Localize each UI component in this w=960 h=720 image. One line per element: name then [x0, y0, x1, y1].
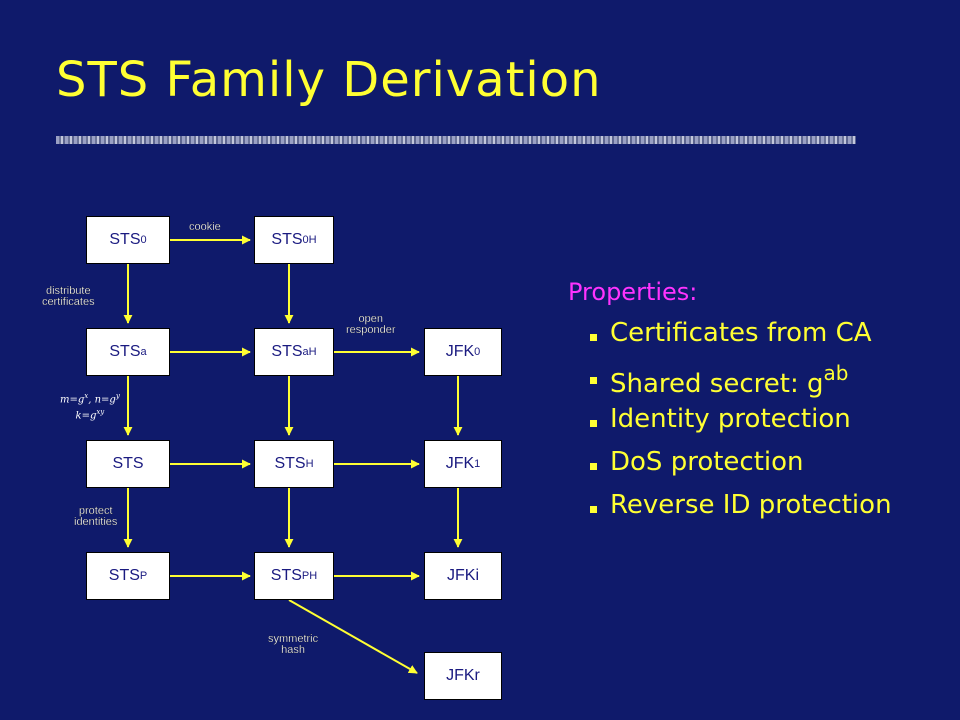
bullet-icon	[590, 334, 597, 341]
properties-heading: Properties:	[568, 278, 698, 306]
edge-label-cookie: cookie	[189, 221, 221, 233]
slide-title: STS Family Derivation	[56, 52, 602, 108]
bullet-icon	[590, 377, 597, 384]
edge-label-open-responder: open responder	[346, 313, 396, 336]
bullet-icon	[590, 420, 597, 427]
edge-label-protect-identities: protect identities	[74, 505, 118, 528]
node-sts: STS	[86, 440, 170, 488]
title-divider	[56, 136, 856, 144]
edge-label-symmetric-hash: symmetric hash	[268, 633, 319, 656]
dh-formula: m=gx, n=gy k=gxy	[60, 392, 120, 422]
bullet-icon	[590, 463, 597, 470]
edge-stsph-jfkr	[288, 599, 418, 674]
bullet-icon	[590, 506, 597, 513]
node-jfkr: JFKr	[424, 652, 502, 700]
node-jfki: JFKi	[424, 552, 502, 600]
edge-label-distribute-certificates: distribute certificates	[42, 285, 95, 308]
